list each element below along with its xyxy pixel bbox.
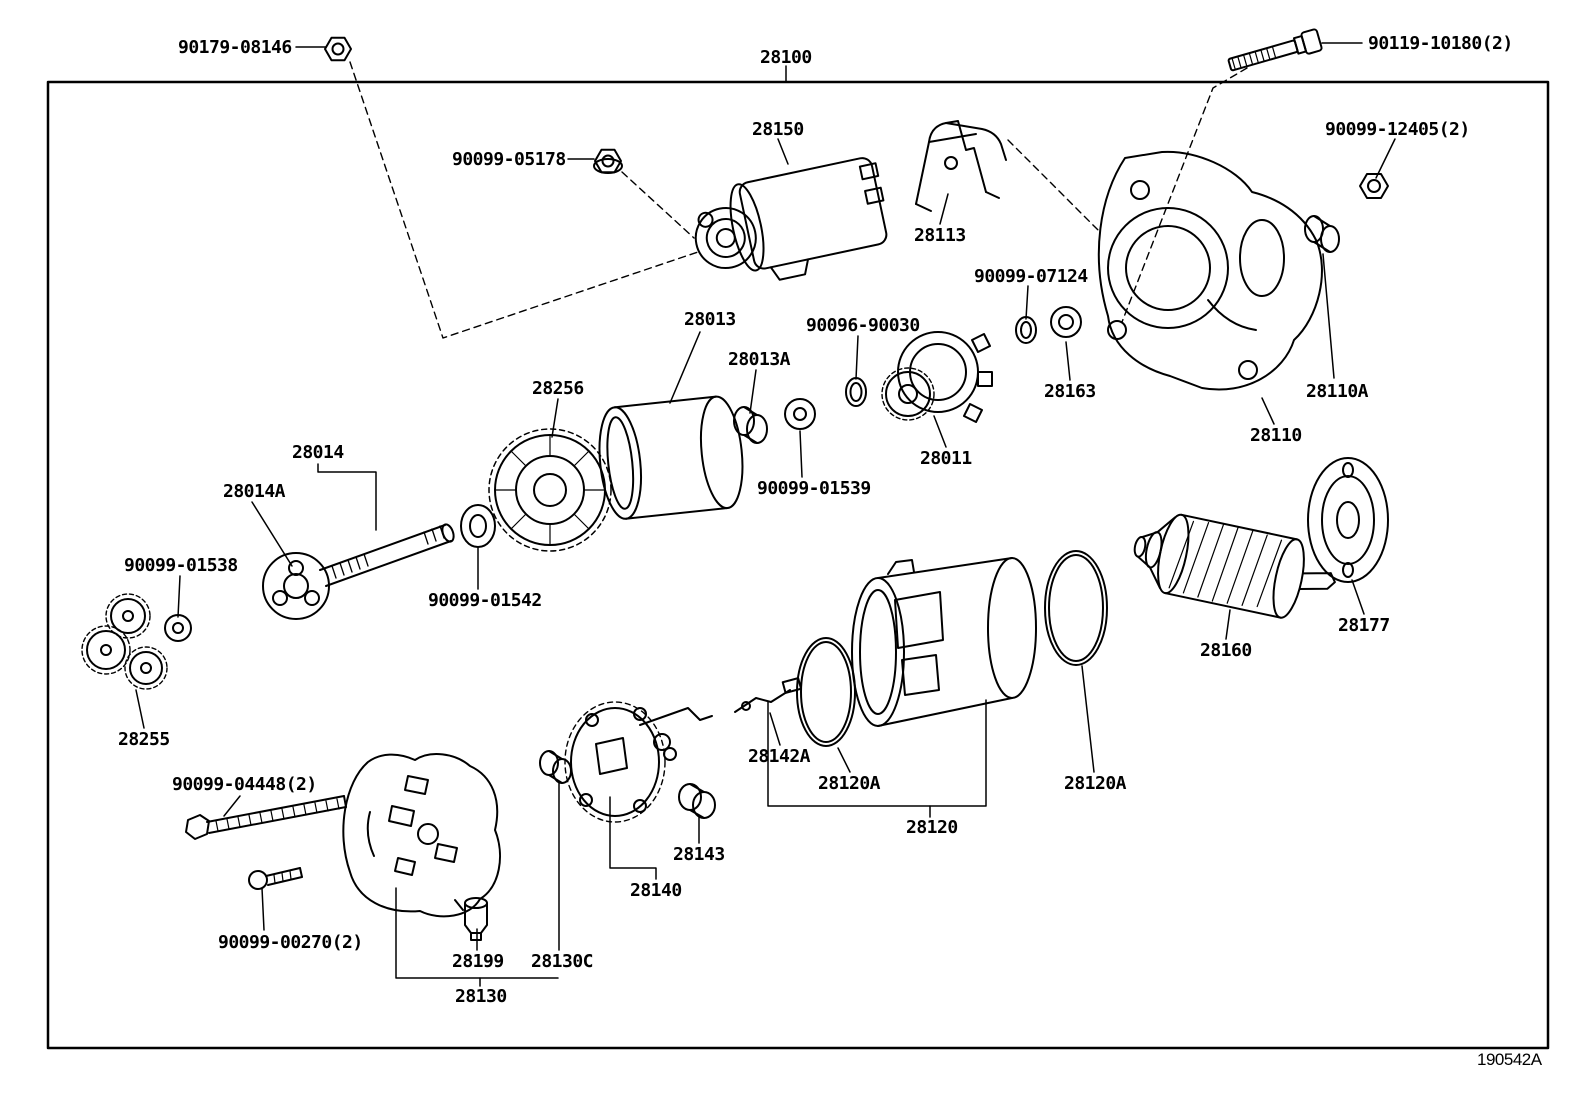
assembly-dashed-lines [349, 61, 1248, 339]
part-28013A-bushing [733, 406, 768, 444]
part-label-90099-05178: 90099-05178 [452, 149, 566, 170]
part-label-28130: 28130 [455, 986, 507, 1007]
part-label-90099-01539: 90099-01539 [757, 478, 871, 499]
part-label-90099-04448: 90099-04448(2) [172, 774, 317, 795]
part-label-28130C: 28130C [531, 951, 594, 972]
part-28142A-lead [734, 677, 803, 713]
part-90099-01538-washer [164, 614, 192, 642]
part-28113-lever [915, 120, 1007, 212]
part-28013-yoke [598, 395, 744, 520]
part-label-90099-07124: 90099-07124 [974, 266, 1088, 287]
part-28143-grommet [678, 783, 716, 819]
part-label-28100: 28100 [760, 47, 812, 68]
part-28160-armature [1133, 513, 1336, 619]
part-28110A-bushing [1304, 215, 1340, 253]
part-28256-gear [488, 428, 612, 552]
part-label-28110: 28110 [1250, 425, 1302, 446]
part-90179-08146-nut [324, 36, 352, 62]
part-90099-01539-washer [784, 398, 816, 430]
part-label-28140: 28140 [630, 880, 682, 901]
part-90099-00270-screw [248, 867, 303, 890]
part-label-28256: 28256 [532, 378, 584, 399]
part-label-28014: 28014 [292, 442, 344, 463]
part-label-28120A-1: 28120A [818, 773, 881, 794]
part-28120A-oring-rear [1044, 550, 1108, 666]
diagram-border [46, 80, 1550, 1050]
part-label-28143: 28143 [673, 844, 725, 865]
part-label-90096-90030: 90096-90030 [806, 315, 920, 336]
part-28120A-oring-front [796, 637, 856, 747]
part-label-90179-08146: 90179-08146 [178, 37, 292, 58]
part-90099-04448-bolt [185, 795, 347, 840]
part-label-90099-12405: 90099-12405(2) [1325, 119, 1470, 140]
leader-lines [135, 42, 1396, 987]
part-90096-90030-snap-ring [845, 377, 867, 407]
part-28140-brush-holder [564, 701, 713, 823]
part-label-28160: 28160 [1200, 640, 1252, 661]
part-28177-plate [1307, 457, 1389, 583]
part-label-28142A: 28142A [748, 746, 811, 767]
part-label-90099-01538: 90099-01538 [124, 555, 238, 576]
part-28110-housing [1097, 150, 1323, 391]
part-label-28120: 28120 [906, 817, 958, 838]
part-label-90099-00270: 90099-00270(2) [218, 932, 363, 953]
part-label-28163: 28163 [1044, 381, 1096, 402]
part-90119-10180-bolt [1227, 28, 1323, 72]
part-28130-end-frame [342, 753, 501, 918]
part-label-28120A-2: 28120A [1064, 773, 1127, 794]
part-28163-bearing [1050, 306, 1082, 338]
part-label-90099-01542: 90099-01542 [428, 590, 542, 611]
part-label-28013: 28013 [684, 309, 736, 330]
part-label-28113: 28113 [914, 225, 966, 246]
part-90099-07124-snap-ring [1015, 316, 1037, 344]
part-28150-solenoid [694, 157, 888, 281]
part-label-28014A: 28014A [223, 481, 286, 502]
drawing-number: 190542A [1477, 1050, 1542, 1069]
part-28199-plunger [464, 897, 488, 941]
part-28014-shaft [262, 523, 455, 620]
part-label-28177: 28177 [1338, 615, 1390, 636]
part-28255-gear-set [81, 593, 168, 690]
part-28130C-bushing [539, 750, 572, 784]
part-label-28013A: 28013A [728, 349, 791, 370]
part-label-28110A: 28110A [1306, 381, 1369, 402]
part-label-28011: 28011 [920, 448, 972, 469]
part-90099-01542-washer [460, 504, 496, 548]
part-label-90119-10180: 90119-10180(2) [1368, 33, 1513, 54]
part-90099-05178-nut [593, 148, 623, 174]
part-label-28150: 28150 [752, 119, 804, 140]
part-28120-frame [851, 557, 1037, 727]
part-label-28255: 28255 [118, 729, 170, 750]
part-label-28199: 28199 [452, 951, 504, 972]
part-28011-clutch [881, 331, 993, 423]
part-90099-12405-nut [1359, 173, 1389, 199]
